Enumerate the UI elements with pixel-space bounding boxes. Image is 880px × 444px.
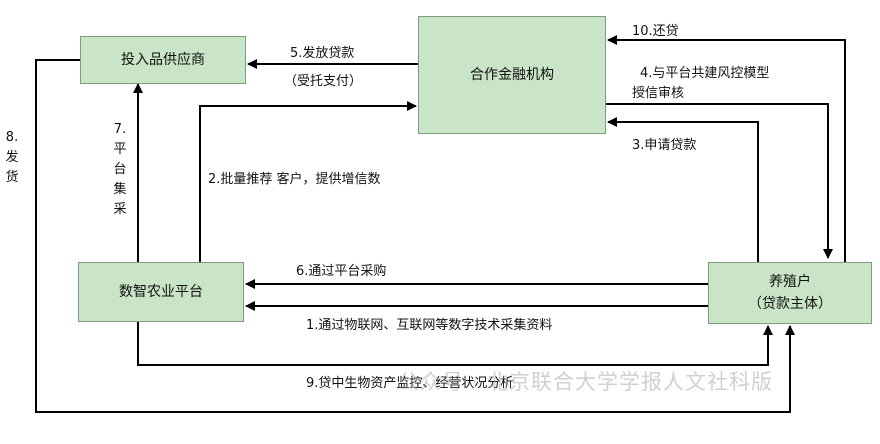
arrow-10 (607, 35, 846, 262)
edge-label-1: 1.通过物联网、互联网等数字技术采集资料 (306, 318, 553, 333)
node-farmer-sublabel: （贷款主体） (748, 296, 832, 312)
edge-label-4: 4.与平台共建风控模型 (640, 66, 770, 81)
node-platform: 数智农业平台 (78, 262, 244, 322)
edge-label-5: 5.发放贷款 (290, 46, 355, 61)
node-farmer: 养殖户 （贷款主体） (708, 262, 872, 324)
edge-label-7-part: 7. (113, 122, 127, 137)
edge-label-7-part: 集 (113, 182, 127, 197)
edge-label-3: 3.申请贷款 (632, 138, 697, 153)
node-bank: 合作金融机构 (418, 16, 606, 134)
node-platform-label: 数智农业平台 (119, 283, 203, 300)
edge-label-5-sub: （受托支付） (284, 74, 363, 89)
arrow-3 (607, 117, 759, 262)
edge-label-8-part: 8. (5, 130, 19, 145)
arrow-4 (606, 103, 833, 259)
edge-label-6: 6.通过平台采购 (296, 264, 387, 279)
edge-label-7-part: 采 (113, 202, 127, 217)
edge-label-7-part: 平 (113, 142, 127, 157)
edge-label-4-sub: 授信审核 (632, 86, 685, 101)
edge-label-7: 7. 平 台 集 采 (111, 120, 129, 220)
edge-label-9: 9.贷中生物资产监控、经营状况分析 (306, 376, 514, 391)
node-supplier-label: 投入品供应商 (121, 51, 205, 68)
watermark: 公众号 · 北京联合大学学报人文社科版 (398, 370, 774, 394)
arrow-2 (199, 101, 417, 262)
edge-label-8-part: 货 (5, 170, 19, 185)
edge-label-10: 10.还贷 (632, 24, 679, 39)
edge-label-7-part: 台 (113, 162, 127, 177)
node-farmer-label: 养殖户 (769, 273, 811, 290)
arrow-9 (137, 322, 773, 366)
node-supplier: 投入品供应商 (80, 36, 246, 84)
arrow-8 (35, 59, 795, 413)
edge-label-8-part: 发 (5, 150, 19, 165)
edge-label-8: 8. 发 货 (3, 128, 21, 188)
node-bank-label: 合作金融机构 (470, 66, 554, 83)
edge-label-2: 2.批量推荐 客户，提供增信数 (208, 172, 381, 187)
